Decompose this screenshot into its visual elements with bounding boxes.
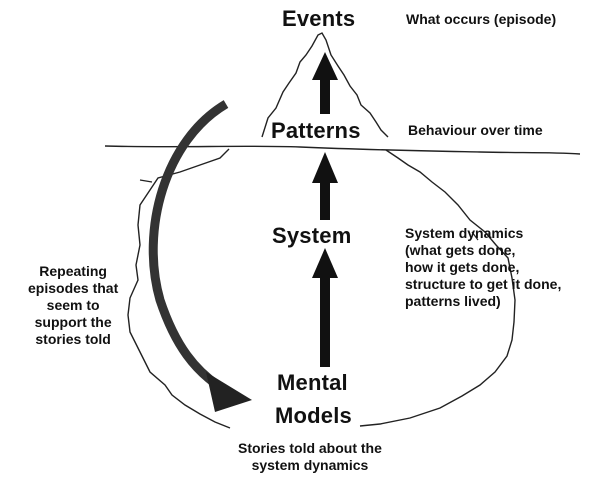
events-title: Events xyxy=(282,6,356,31)
mental-models-description: Stories told about the system dynamics xyxy=(238,440,382,473)
arrow-system-to-patterns xyxy=(312,152,338,220)
system-title: System xyxy=(272,223,352,248)
iceberg-tip xyxy=(261,32,389,138)
arrow-mental-to-system xyxy=(312,248,338,367)
waterline xyxy=(104,145,581,155)
feedback-label: Repeating episodes that seem to support … xyxy=(28,263,119,347)
arrow-patterns-to-events xyxy=(312,52,338,114)
feedback-arrow xyxy=(148,100,252,412)
patterns-description: Behaviour over time xyxy=(408,122,543,138)
mental-models-title-line1: Mental xyxy=(277,370,348,395)
events-description: What occurs (episode) xyxy=(406,11,557,27)
system-description: System dynamics (what gets done, how it … xyxy=(405,225,562,309)
mental-models-title-line2: Models xyxy=(275,403,352,428)
iceberg-body-right xyxy=(359,149,516,427)
patterns-title: Patterns xyxy=(271,118,361,143)
